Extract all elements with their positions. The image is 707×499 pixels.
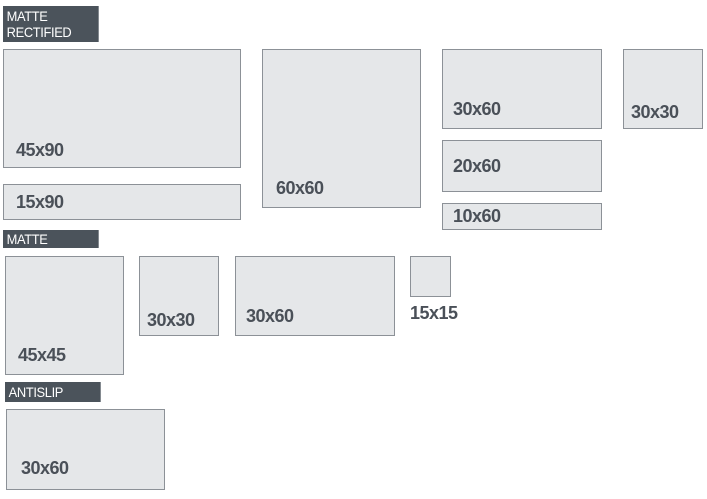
- tile-label-15x15: 15x15: [410, 303, 458, 323]
- tile-label-10x60: 10x60: [453, 206, 501, 226]
- tile-label-30x60-top: 30x60: [453, 99, 501, 119]
- tile-30x60-top: 30x60: [442, 49, 602, 129]
- section-label-antislip: ANTISLIP: [5, 382, 101, 402]
- section-label-matte: MATTE: [3, 230, 99, 248]
- tile-20x60: 20x60: [442, 140, 602, 192]
- tile-label-45x45: 45x45: [18, 345, 66, 365]
- tile-label-45x90: 45x90: [16, 140, 64, 160]
- section-label-matte-rectified: MATTE RECTIFIED: [3, 6, 99, 42]
- tile-30x30-matte: 30x30: [139, 256, 219, 336]
- tile-30x60-matte: 30x60: [235, 256, 395, 336]
- tile-label-30x60-matte: 30x60: [246, 306, 294, 326]
- tile-label-60x60: 60x60: [276, 178, 324, 198]
- tile-30x60-antislip: 30x60: [6, 409, 165, 490]
- tile-30x30-top: 30x30: [623, 49, 703, 129]
- tile-label-30x30-top: 30x30: [631, 102, 679, 122]
- tile-label-15x90: 15x90: [16, 192, 64, 212]
- tile-15x90: 15x90: [3, 184, 241, 220]
- tile-label-20x60: 20x60: [453, 156, 501, 176]
- tile-45x90: 45x90: [3, 49, 241, 168]
- tile-15x15: [410, 256, 451, 297]
- tile-label-30x30-matte: 30x30: [147, 310, 195, 330]
- tile-10x60: 10x60: [442, 203, 602, 230]
- tile-45x45: 45x45: [5, 256, 124, 375]
- tile-label-30x60-antislip: 30x60: [21, 458, 69, 478]
- tile-60x60: 60x60: [262, 49, 421, 208]
